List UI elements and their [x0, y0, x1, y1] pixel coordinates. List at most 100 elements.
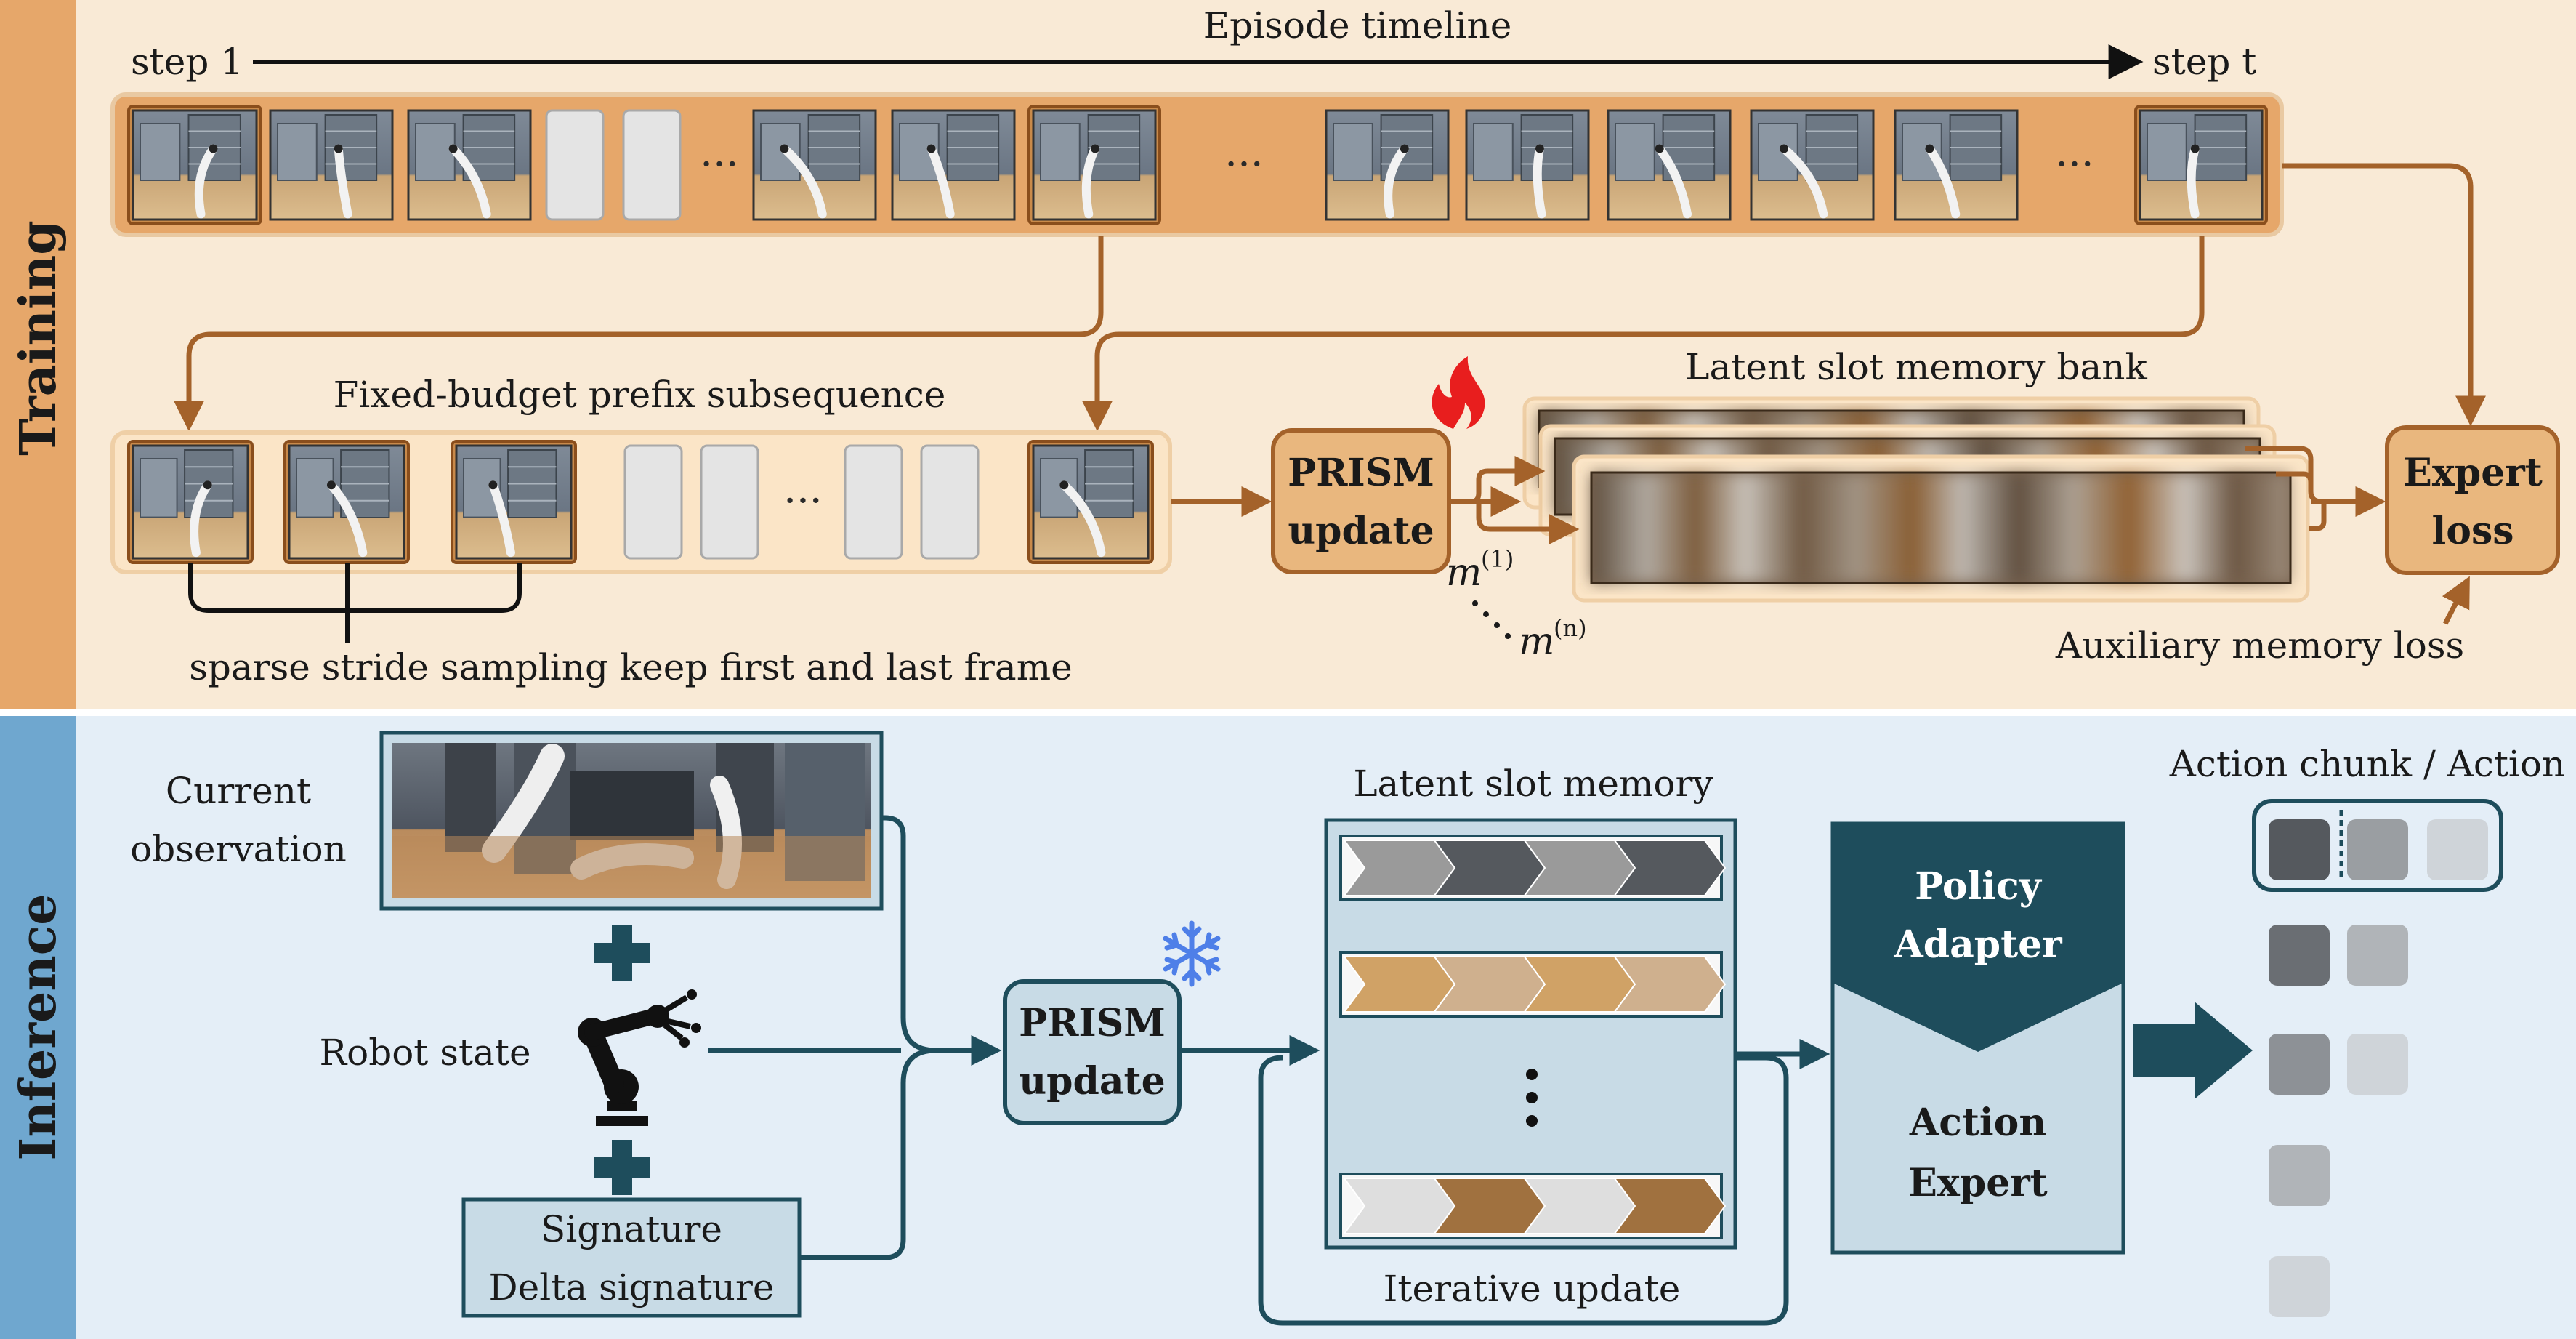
signature-line2: Delta signature — [489, 1266, 775, 1308]
connector-last-frame — [1082, 236, 2205, 432]
action-expert-line2: Expert — [1908, 1161, 2048, 1205]
prism-inference-line1: PRISM — [1019, 1001, 1166, 1045]
prism-update-training — [1271, 428, 1451, 574]
action-block — [2347, 925, 2408, 986]
prism-training-line1: PRISM — [1288, 451, 1434, 495]
signature-box — [461, 1197, 802, 1318]
timeline-frames — [127, 105, 2268, 225]
timeline-frame — [1750, 109, 1875, 221]
policy-adapter-line2: Adapter — [1893, 922, 2062, 967]
connector-signature-to-prism — [801, 1048, 937, 1260]
memory-slot-row — [1339, 1173, 1727, 1239]
step-end-label: step t — [2152, 41, 2256, 83]
timeline-ellipsis-1: ··· — [700, 141, 738, 188]
memory-slot-token — [1613, 840, 1727, 896]
memory-bank — [1522, 396, 2310, 603]
step-start-label: step 1 — [131, 41, 243, 83]
action-chunk-title: Action chunk / Action — [2169, 743, 2565, 785]
prefix-ellipsis: ··· — [783, 478, 822, 525]
timeline-frame — [891, 109, 1016, 221]
timeline-frame — [269, 109, 394, 221]
connector-slot3-to-loss — [2309, 502, 2327, 531]
timeline-placeholder-frame — [545, 109, 605, 221]
memory-slot-row — [1339, 835, 1727, 901]
memory-slot-row — [1339, 951, 1727, 1018]
action-block — [2269, 1145, 2330, 1206]
prefix-title: Fixed-budget prefix subsequence — [334, 374, 946, 416]
sampling-note: sparse stride sampling keep first and la… — [189, 646, 1072, 688]
connector-to-expert-loss — [2282, 163, 2486, 427]
signature-line1: Signature — [541, 1208, 722, 1250]
memory-slots — [1339, 835, 1727, 1239]
action-block — [2269, 1256, 2330, 1317]
slot-dots — [1472, 600, 1511, 639]
memory-slot-token — [1613, 1178, 1727, 1234]
timeline-frame — [127, 105, 262, 225]
action-blocks — [2269, 819, 2488, 1317]
prefix-frame — [283, 440, 410, 564]
expert-loss-line1: Expert — [2403, 451, 2543, 495]
timeline-frame — [1894, 109, 2019, 221]
output-arrow — [2133, 1002, 2253, 1099]
slot-label-first: m — [1446, 551, 1482, 595]
training-label: Training — [9, 220, 68, 456]
timeline-frame — [1465, 109, 1590, 221]
memory-title: Latent slot memory — [1353, 763, 1713, 805]
policy-adapter-shape — [1833, 824, 2123, 1052]
prefix-placeholder-frame — [700, 444, 759, 560]
prefix-frame — [127, 440, 254, 564]
prism-training-line2: update — [1288, 509, 1434, 553]
prism-update-inference — [1003, 979, 1182, 1125]
connector-middle-frame — [174, 236, 1104, 432]
prefix-placeholder-frame — [844, 444, 903, 560]
timeline-frame — [1607, 109, 1732, 221]
action-block — [2347, 1034, 2408, 1095]
slot-label-last-sup: (n) — [1554, 614, 1587, 642]
expert-loss-box — [2385, 425, 2560, 575]
memory-slot-front-border — [1590, 471, 2292, 584]
iterative-update-loop — [1258, 1055, 1789, 1326]
robot-state-label: Robot state — [319, 1032, 530, 1074]
memory-slot-token — [1613, 956, 1727, 1013]
connector-observation-to-prism — [883, 815, 1002, 1066]
iterative-update-label: Iterative update — [1384, 1268, 1681, 1310]
prefix-frame — [451, 440, 577, 564]
prism-inference-line2: update — [1019, 1059, 1165, 1103]
sampling-bracket — [188, 563, 522, 613]
slot-label-first-sup: (1) — [1481, 545, 1514, 573]
action-block — [2269, 819, 2330, 880]
plus-icon — [594, 1140, 650, 1195]
action-block — [2347, 819, 2408, 880]
prefix-frame — [1027, 440, 1154, 564]
inference-band — [0, 716, 76, 1339]
timeline-ellipsis-2: ··· — [1224, 141, 1263, 188]
prefix-placeholder-frame — [623, 444, 683, 560]
plus-icon — [594, 925, 650, 981]
connector-aux-loss — [2442, 576, 2470, 625]
prefix-placeholder-frame — [920, 444, 980, 560]
policy-adapter-line1: Policy — [1915, 864, 2043, 909]
expert-loss-line2: loss — [2432, 509, 2514, 553]
observation-label-line1: Current — [166, 770, 311, 812]
fire-icon — [1432, 356, 1485, 429]
observation-image — [379, 731, 884, 911]
training-band — [0, 0, 76, 709]
action-expert-line1: Action — [1909, 1101, 2046, 1145]
timeline-frame — [1325, 109, 1450, 221]
snowflake-icon — [1163, 920, 1221, 987]
action-block — [2427, 819, 2488, 880]
aux-loss-label: Auxiliary memory loss — [2055, 624, 2464, 667]
timeline-frame — [2134, 105, 2268, 225]
memory-bank-title: Latent slot memory bank — [1685, 346, 2147, 388]
action-block — [2269, 925, 2330, 986]
timeline-ellipsis-3: ··· — [2055, 141, 2093, 188]
timeline-frame — [752, 109, 877, 221]
action-block — [2269, 1034, 2330, 1095]
inference-label: Inference — [9, 894, 68, 1161]
prefix-frames — [127, 440, 1154, 564]
memory-slot-front-blur — [1591, 473, 2290, 583]
slot-label-last: m — [1519, 620, 1554, 664]
observation-label-line2: observation — [130, 828, 347, 870]
